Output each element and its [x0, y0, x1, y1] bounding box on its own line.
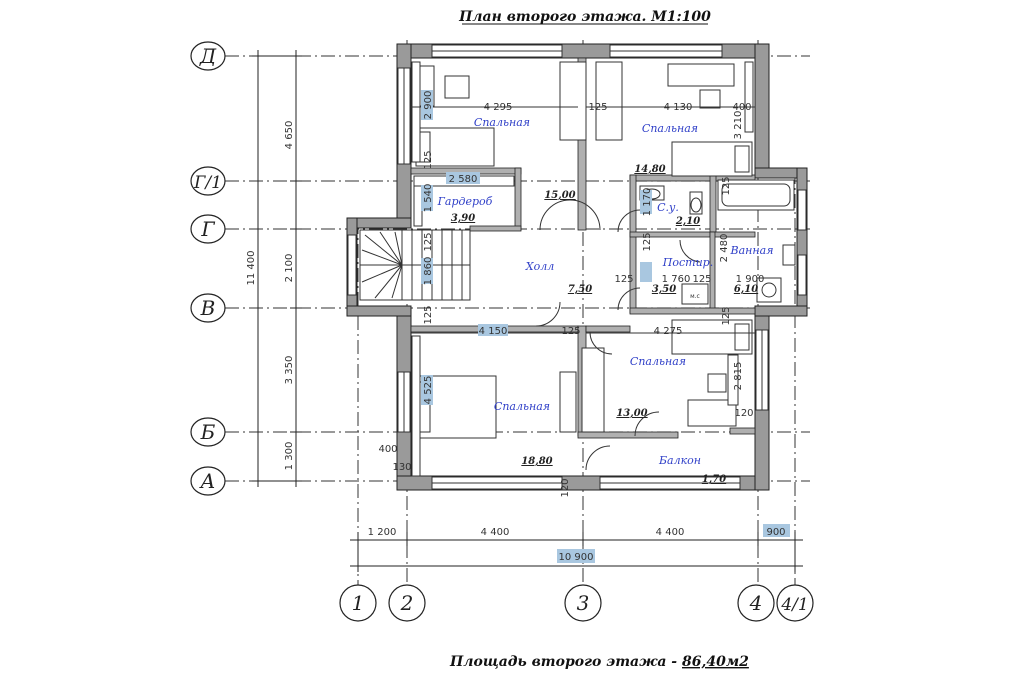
room-name-bedroom-lower-right: Спальная	[630, 355, 686, 368]
dim-inner-7: 125	[423, 150, 434, 169]
dim-inner-21: 125	[561, 326, 580, 337]
room-area-corridor: 15,00	[544, 190, 575, 201]
dim-seg-1: 4 650	[284, 121, 295, 150]
dim-bottom-1: 1 200	[368, 527, 397, 538]
dim-inner-13: 2 480	[719, 234, 730, 263]
dim-inner-9: 1 540	[423, 184, 434, 213]
interior-dimensions: 4 295 125 4 130 400 2 900 3 210 125 2 58…	[378, 90, 764, 498]
dim-inner-4: 400	[732, 102, 751, 113]
left-dimension-chain: 11 400 4 650 2 100 3 350 1 300	[246, 50, 302, 487]
room-name-laundry: Постир.	[662, 256, 713, 269]
axis-label-4-1: 4/1	[780, 595, 808, 615]
room-area-wardrobe: 3,90	[451, 213, 475, 224]
dim-inner-10: 125	[721, 176, 732, 195]
footer-area-summary: Площадь второго этажа - 86,40м2	[449, 654, 749, 670]
furniture: м.с	[411, 61, 796, 477]
axis-label-v: В	[200, 296, 216, 320]
dim-inner-3: 4 130	[664, 102, 693, 113]
plan-title: План второго этажа. М1:100	[458, 9, 711, 25]
dim-inner-25: 120	[734, 408, 753, 419]
axis-label-g: Г	[200, 217, 215, 241]
dim-inner-29: 125	[614, 274, 633, 285]
dim-inner-5: 2 900	[423, 91, 434, 120]
axis-label-g1: Г/1	[193, 173, 222, 193]
room-area-bathroom: 6,10	[734, 284, 758, 295]
room-area-balcony: 1,70	[702, 474, 726, 485]
axis-label-d: Д	[199, 44, 217, 68]
axis-label-1: 1	[352, 591, 365, 615]
footer-value: 86,40м2	[682, 654, 749, 670]
room-area-bedroom-lower-right: 13,00	[616, 408, 647, 419]
washing-machine-label: м.с	[690, 293, 700, 300]
dim-inner-15: 1 860	[423, 257, 434, 286]
room-area-hall: 7,50	[568, 284, 592, 295]
dim-inner-11: 1 170	[642, 188, 653, 217]
room-area-bedroom-upper-right: 14,80	[634, 164, 665, 175]
dim-inner-17: 125	[692, 274, 711, 285]
room-name-wc: С.у.	[657, 201, 679, 214]
room-area-wc: 2,10	[675, 216, 700, 227]
staircase	[359, 229, 471, 301]
dim-inner-12: 125	[642, 232, 653, 251]
column-axis-bubbles: 1 2 3 4 4/1	[339, 584, 814, 622]
dim-inner-24: 2 815	[733, 362, 744, 391]
axis-label-2: 2	[400, 591, 414, 615]
axis-label-4: 4	[749, 591, 763, 615]
room-name-hall: Холл	[525, 260, 554, 273]
room-name-bedroom-upper-left: Спальная	[474, 116, 530, 129]
axis-label-b: Б	[200, 420, 216, 444]
dim-seg-3: 3 350	[284, 356, 295, 385]
dim-inner-2: 125	[588, 102, 607, 113]
bottom-dimension-chain: 1 200 4 400 4 400 900 10 900	[350, 524, 803, 572]
footer-label: Площадь второго этажа -	[449, 654, 682, 670]
dim-inner-30: 125	[721, 306, 732, 325]
room-labels: Спальная Спальная 14,80 Гардероб 3,90 15…	[437, 116, 774, 485]
doors	[535, 199, 701, 471]
room-area-bedroom-lower-left: 18,80	[521, 456, 552, 467]
dim-inner-1: 4 295	[484, 102, 513, 113]
dim-bottom-4: 900	[766, 527, 785, 538]
dim-overall-height: 11 400	[246, 251, 257, 286]
dim-inner-22: 4 275	[654, 326, 683, 337]
room-name-bedroom-upper-right: Спальная	[642, 122, 698, 135]
dim-inner-20: 4 150	[479, 326, 508, 337]
room-name-bedroom-lower-left: Спальная	[494, 400, 550, 413]
dim-bottom-3: 4 400	[656, 527, 685, 538]
dim-inner-27: 130	[392, 462, 411, 473]
dim-inner-26: 400	[378, 444, 397, 455]
dim-bottom-total: 10 900	[559, 552, 594, 563]
room-name-balcony: Балкон	[658, 454, 701, 467]
dim-inner-28: 120	[560, 478, 571, 497]
dim-inner-14: 125	[423, 232, 434, 251]
dim-seg-2: 2 100	[284, 254, 295, 283]
dim-inner-23: 4 525	[423, 376, 434, 405]
dim-inner-6: 3 210	[733, 111, 744, 140]
room-area-laundry: 3,50	[652, 284, 676, 295]
room-name-wardrobe: Гардероб	[437, 195, 493, 208]
axis-label-a: А	[198, 469, 215, 493]
dim-inner-19: 125	[423, 305, 434, 324]
dim-inner-18: 1 900	[736, 274, 765, 285]
axis-label-3: 3	[577, 591, 590, 615]
svg-text:Площадь второго этажа - 86,40м: Площадь второго этажа - 86,40м2	[449, 654, 749, 670]
dim-seg-4: 1 300	[284, 442, 295, 471]
row-axis-bubbles: Д Г/1 Г В Б А	[190, 41, 226, 496]
dim-inner-16: 1 760	[662, 274, 691, 285]
room-name-bathroom: Ванная	[730, 244, 774, 257]
windows	[347, 44, 807, 490]
dim-bottom-2: 4 400	[481, 527, 510, 538]
dim-inner-8: 2 580	[449, 174, 478, 185]
